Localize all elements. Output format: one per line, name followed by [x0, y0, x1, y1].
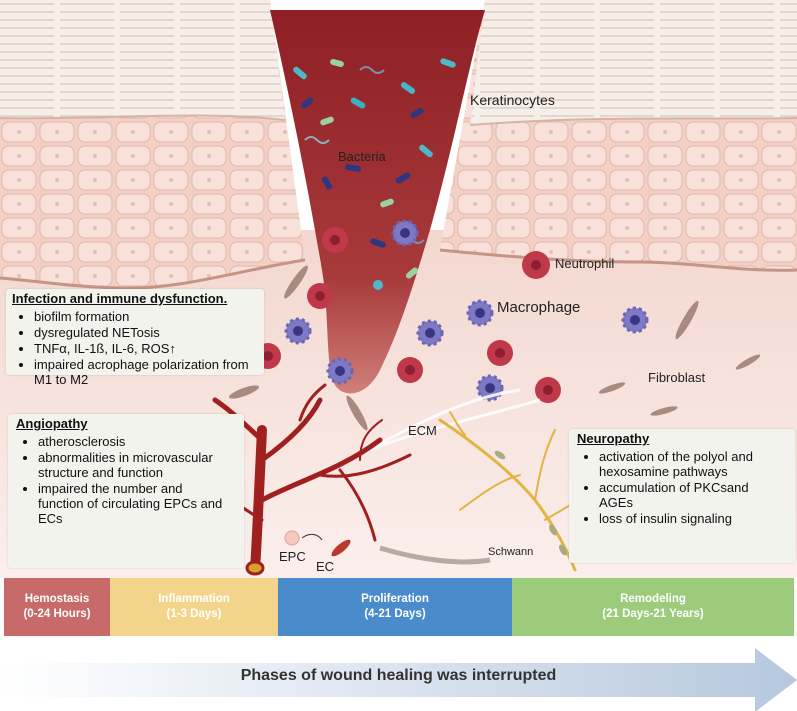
skin-right [439, 0, 797, 272]
list-item: dysregulated NETosis [34, 325, 258, 340]
phase-name: Inflammation [158, 593, 230, 605]
list-item: impaired the number and function of circ… [38, 481, 226, 526]
ecm-strand [379, 545, 491, 565]
epc-cell [284, 530, 300, 546]
label-bacteria: Bacteria [338, 149, 386, 164]
arrow-label: Phases of wound healing was interrupted [240, 667, 557, 684]
phase-arrow [0, 648, 797, 711]
phase-duration: (4-21 Days) [364, 608, 426, 620]
infection-title: Infection and immune dysfunction. [12, 291, 228, 306]
schwann-cells [494, 450, 567, 556]
label-keratinocytes: Keratinocytes [470, 92, 555, 108]
neuropathy-box: Neuropathy activation of the polyol and … [569, 429, 795, 563]
list-item: abnormalities in microvascular structure… [38, 450, 226, 480]
phase-duration: (21 Days-21 Years) [602, 608, 704, 620]
phase-duration: (1-3 Days) [166, 608, 222, 620]
phase-name: Hemostasis [24, 593, 90, 605]
bacteria-cluster [293, 58, 456, 290]
list-item: atherosclerosis [38, 434, 226, 449]
phase-hemostasis: Hemostasis (0-24 Hours) [4, 578, 110, 636]
ec-cell [331, 539, 351, 557]
list-item: activation of the polyol and hexosamine … [599, 449, 777, 479]
angiopathy-list: atherosclerosis abnormalities in microva… [16, 434, 226, 526]
phase-inflammation: Inflammation (1-3 Days) [110, 578, 278, 636]
neuropathy-title: Neuropathy [577, 431, 650, 446]
phase-proliferation: Proliferation (4-21 Days) [278, 578, 512, 636]
phase-name: Proliferation [361, 593, 429, 605]
phase-remodeling: Remodeling (21 Days-21 Years) [512, 578, 794, 636]
label-ec: EC [316, 559, 335, 574]
fibroblasts [228, 265, 761, 431]
list-item: loss of insulin signaling [599, 511, 777, 526]
skin-left [0, 0, 306, 290]
list-item: accumulation of PKCsand AGEs [599, 480, 777, 510]
neuropathy-list: activation of the polyol and hexosamine … [577, 449, 777, 526]
label-schwann: Schwann [488, 546, 534, 558]
label-fibroblast: Fibroblast [648, 370, 706, 385]
list-item: biofilm formation [34, 309, 258, 324]
phase-duration: (0-24 Hours) [23, 608, 91, 620]
label-neutrophil: Neutrophil [555, 256, 615, 271]
vessel-lumen [245, 560, 265, 576]
label-macrophage: Macrophage [497, 299, 581, 316]
angiopathy-title: Angiopathy [16, 416, 88, 431]
infection-box: Infection and immune dysfunction. biofil… [6, 289, 264, 387]
angiopathy-box: Angiopathy atherosclerosis abnormalities… [8, 414, 244, 568]
list-item: TNFα, IL-1ß, IL-6, ROS↑ [34, 341, 258, 356]
list-item: impaired acrophage polarization from M1 … [34, 357, 264, 387]
label-epc: EPC [279, 549, 306, 564]
infection-list: biofilm formation dysregulated NETosis T… [12, 309, 258, 387]
wound [270, 10, 485, 394]
phase-name: Remodeling [620, 593, 686, 605]
label-ecm: ECM [408, 423, 437, 438]
